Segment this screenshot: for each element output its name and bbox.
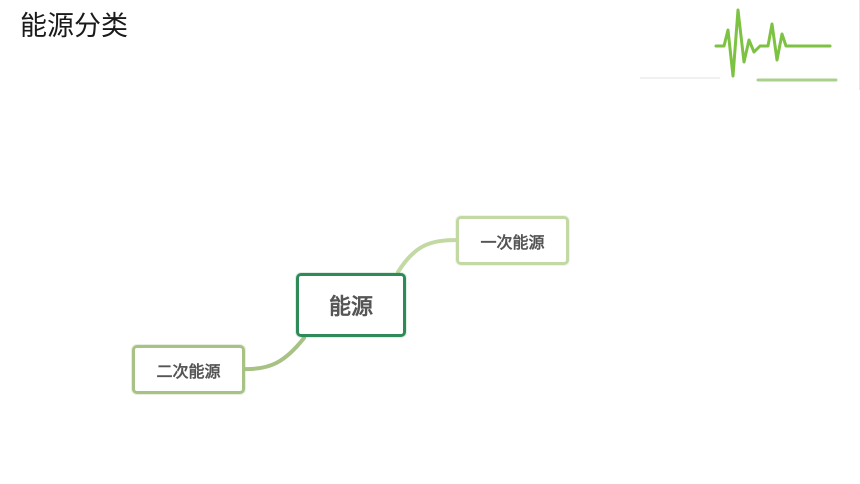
branch-node-label: 一次能源 — [480, 232, 545, 252]
mindmap-branch-primary-energy: 一次能源 — [456, 216, 569, 265]
connector-primary — [396, 238, 460, 274]
root-node-label: 能源 — [328, 295, 373, 320]
mindmap-root-node: 能源 — [296, 273, 406, 337]
connector-secondary — [241, 336, 306, 372]
mindmap-branch-secondary-energy: 二次能源 — [132, 345, 245, 394]
heartbeat-pulse-icon — [714, 8, 832, 78]
header-decoration — [12, 8, 838, 82]
slide-title: 能源分类 — [20, 11, 128, 42]
branch-node-label: 二次能源 — [156, 361, 221, 381]
